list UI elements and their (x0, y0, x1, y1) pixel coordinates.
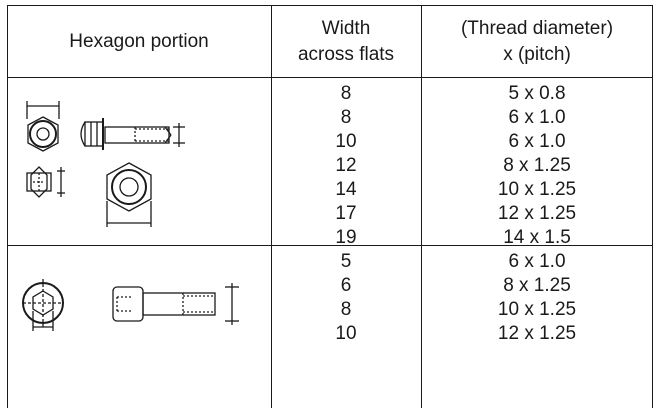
width-cell: 19 (335, 227, 357, 248)
thread-cell: 14 x 1.5 (503, 227, 571, 248)
thread-cell: 12 x 1.25 (497, 323, 577, 344)
socket-cap-screw-drawing-icon (13, 249, 265, 407)
width-cell: 8 (340, 83, 352, 104)
group-divider (7, 245, 653, 246)
header-width-line2: across flats (297, 43, 395, 65)
fastener-size-table: Hexagon portion Width across flats (Thre… (7, 5, 653, 408)
thread-cell: 6 x 1.0 (508, 107, 566, 128)
header-divider (7, 77, 653, 78)
width-cell: 14 (335, 179, 357, 200)
width-cell: 5 (340, 251, 352, 272)
column-divider-1 (271, 5, 272, 408)
hex-bolt-and-nut-drawing-icon (13, 81, 265, 243)
group-2-threads: 6 x 1.0 8 x 1.25 10 x 1.25 12 x 1.25 (421, 250, 653, 346)
header-hexagon-portion: Hexagon portion (7, 5, 271, 78)
header-hexagon-label: Hexagon portion (69, 30, 209, 52)
width-cell: 17 (335, 203, 357, 224)
width-cell: 6 (340, 275, 352, 296)
header-thread-line2: x (pitch) (503, 43, 571, 65)
table-frame (7, 5, 653, 408)
header-thread-pitch: (Thread diameter) x (pitch) (421, 5, 653, 78)
width-cell: 10 (335, 131, 357, 152)
width-cell: 12 (335, 155, 357, 176)
width-cell: 8 (340, 299, 352, 320)
thread-cell: 8 x 1.25 (503, 275, 571, 296)
thread-cell: 12 x 1.25 (497, 203, 577, 224)
width-cell: 10 (335, 323, 357, 344)
header-width-line1: Width (321, 17, 371, 39)
header-thread-line1: (Thread diameter) (460, 17, 614, 39)
thread-cell: 6 x 1.0 (508, 251, 566, 272)
width-cell: 8 (340, 107, 352, 128)
thread-cell: 10 x 1.25 (497, 299, 577, 320)
column-divider-2 (421, 5, 422, 408)
group-1-widths: 8 8 10 12 14 17 19 (271, 82, 421, 250)
group-1-threads: 5 x 0.8 6 x 1.0 6 x 1.0 8 x 1.25 10 x 1.… (421, 82, 653, 250)
thread-cell: 6 x 1.0 (508, 131, 566, 152)
thread-cell: 5 x 0.8 (508, 83, 566, 104)
header-width-across-flats: Width across flats (271, 5, 421, 78)
group-2-widths: 5 6 8 10 (271, 250, 421, 346)
thread-cell: 10 x 1.25 (497, 179, 577, 200)
thread-cell: 8 x 1.25 (503, 155, 571, 176)
